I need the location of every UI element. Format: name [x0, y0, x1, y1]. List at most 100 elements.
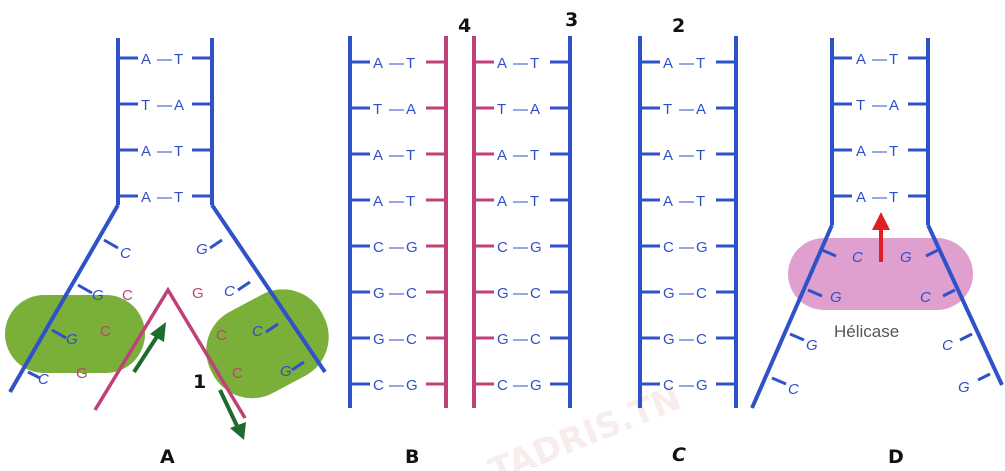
base-right: G — [406, 377, 418, 394]
bond-dash: — — [679, 147, 694, 164]
base-right: A — [696, 101, 706, 118]
panel-b: A—TT—AA—TA—TC—GG—CG—CC—GA—TT—AA—TA—TC—GG… — [350, 9, 578, 468]
base-right: A — [530, 101, 540, 118]
svg-text:C: C — [232, 365, 243, 382]
base-left: G — [663, 285, 675, 302]
panel-a-pairs: A — T T — A A — T A — T — [118, 51, 212, 206]
base-left: T — [141, 97, 150, 114]
base-right: G — [530, 377, 542, 394]
bond-dash: — — [679, 331, 694, 348]
svg-text:T: T — [889, 51, 898, 68]
svg-text:C: C — [942, 337, 953, 354]
bond-dash: — — [389, 377, 404, 394]
base-left: A — [373, 55, 383, 72]
svg-text:—: — — [872, 189, 887, 206]
svg-text:C: C — [100, 323, 111, 340]
base-right: C — [406, 331, 417, 348]
base-right: T — [406, 147, 415, 164]
bond-dash: — — [679, 101, 694, 118]
base-right: T — [530, 147, 539, 164]
svg-text:G: G — [192, 285, 204, 302]
panel-label-b: B — [405, 446, 419, 468]
base-right: C — [696, 285, 707, 302]
base-left: A — [663, 147, 673, 164]
number-1: 1 — [193, 371, 206, 393]
bond-dash: — — [389, 101, 404, 118]
panel-c-pairs: A—TT—AA—TA—TC—GG—CG—CC—G — [640, 55, 736, 394]
svg-text:—: — — [157, 189, 172, 206]
base-left: A — [373, 147, 383, 164]
base-left: C — [497, 239, 508, 256]
svg-text:C: C — [788, 381, 799, 398]
number-3: 3 — [565, 9, 578, 31]
svg-text:G: G — [806, 337, 818, 354]
svg-text:C: C — [224, 283, 235, 300]
svg-text:C: C — [216, 327, 227, 344]
base-right: T — [696, 193, 705, 210]
base-left: A — [141, 143, 151, 160]
base-left: A — [663, 55, 673, 72]
svg-text:G: G — [830, 289, 842, 306]
svg-text:G: G — [958, 379, 970, 396]
svg-text:C: C — [120, 245, 131, 262]
svg-text:—: — — [157, 97, 172, 114]
svg-text:—: — — [157, 143, 172, 160]
base-right: G — [696, 239, 708, 256]
bond-dash: — — [679, 377, 694, 394]
base-left: G — [497, 331, 509, 348]
panel-label-c: C — [672, 444, 686, 466]
svg-text:—: — — [872, 97, 887, 114]
base-right: T — [174, 51, 183, 68]
base-left: T — [663, 101, 672, 118]
svg-text:C: C — [252, 323, 263, 340]
svg-text:A: A — [889, 97, 899, 114]
base-left: G — [373, 331, 385, 348]
base-right: T — [406, 193, 415, 210]
bond-dash: — — [513, 193, 528, 210]
base-left: A — [497, 55, 507, 72]
bond-dash: — — [513, 101, 528, 118]
svg-text:C: C — [122, 287, 133, 304]
panel-a: A — T T — A A — T A — T C G G — [5, 38, 344, 468]
base-left: C — [497, 377, 508, 394]
base-left: T — [497, 101, 506, 118]
base-left: A — [663, 193, 673, 210]
bond-dash: — — [513, 285, 528, 302]
panel-label-a: A — [160, 446, 175, 468]
base-left: T — [373, 101, 382, 118]
base-left: C — [663, 239, 674, 256]
base-left: G — [663, 331, 675, 348]
svg-text:T: T — [856, 97, 865, 114]
helicase-label: Hélicase — [834, 322, 899, 341]
bond-dash: — — [513, 239, 528, 256]
svg-text:C: C — [920, 289, 931, 306]
base-left: G — [373, 285, 385, 302]
bond-dash: — — [513, 55, 528, 72]
svg-text:—: — — [872, 143, 887, 160]
base-left: C — [663, 377, 674, 394]
base-right: A — [174, 97, 184, 114]
base-right: T — [696, 147, 705, 164]
svg-text:T: T — [889, 189, 898, 206]
base-right: G — [406, 239, 418, 256]
bond-dash: — — [679, 285, 694, 302]
base-right: T — [530, 55, 539, 72]
number-2: 2 — [672, 15, 685, 37]
base-left: A — [497, 193, 507, 210]
svg-text:G: G — [280, 363, 292, 380]
base-left: A — [141, 189, 151, 206]
panel-b-pairs: A—TT—AA—TA—TC—GG—CG—CC—GA—TT—AA—TA—TC—GG… — [350, 55, 570, 394]
svg-text:G: G — [76, 365, 88, 382]
bond-dash: — — [389, 193, 404, 210]
bond-dash: — — [679, 55, 694, 72]
svg-text:A: A — [856, 143, 866, 160]
base-left: A — [497, 147, 507, 164]
svg-text:—: — — [157, 51, 172, 68]
base-right: G — [530, 239, 542, 256]
svg-text:C: C — [852, 249, 863, 266]
svg-text:G: G — [66, 331, 78, 348]
bond-dash: — — [513, 377, 528, 394]
svg-text:A: A — [856, 51, 866, 68]
